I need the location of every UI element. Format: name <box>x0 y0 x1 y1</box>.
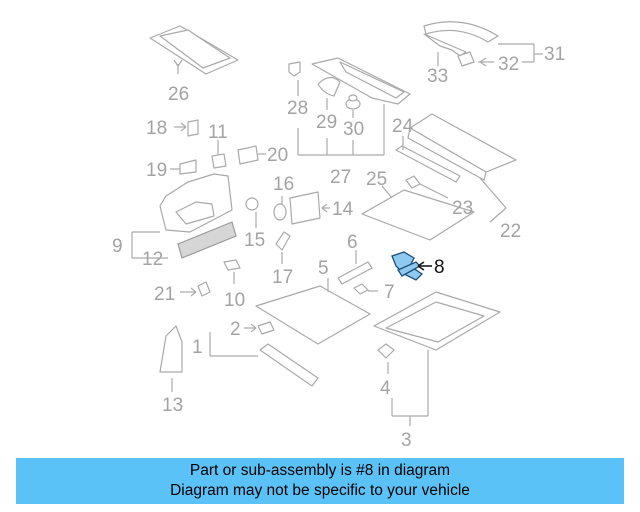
callout-6: 6 <box>347 232 358 253</box>
callout-11: 11 <box>208 122 228 143</box>
callout-31: 31 <box>544 44 565 65</box>
part-5-floor-panel <box>255 278 371 345</box>
part-28-clip <box>288 61 301 96</box>
callout-9: 9 <box>112 236 123 257</box>
callout-12: 12 <box>142 249 163 270</box>
callout-30: 30 <box>343 119 364 140</box>
part-1-sill-plate <box>209 321 319 387</box>
part-11-bracket <box>211 140 227 169</box>
parts-diagram: 26 28 29 30 27 33 <box>112 21 565 451</box>
callout-26: 26 <box>168 84 189 105</box>
callout-15: 15 <box>244 230 265 251</box>
callout-23: 23 <box>452 198 473 219</box>
part-17-hook <box>275 231 291 264</box>
part-10-bolt <box>223 259 241 284</box>
callout-7: 7 <box>384 282 395 303</box>
part-23-clip <box>405 175 449 199</box>
callout-10: 10 <box>224 290 245 311</box>
part-33-trim-strip <box>423 21 499 66</box>
part-26-cargo-cover <box>149 25 239 75</box>
callout-32: 32 <box>498 54 519 75</box>
part-8-highlighted-bracket <box>391 251 432 281</box>
part-13-trim-panel <box>159 325 183 392</box>
part-21-clip <box>180 281 211 297</box>
part-29-bracket <box>317 76 341 110</box>
part-18-clip <box>174 119 199 137</box>
part-32-clip <box>457 43 543 67</box>
callout-1: 1 <box>192 337 203 358</box>
callout-24: 24 <box>392 116 414 137</box>
callout-17: 17 <box>272 267 293 288</box>
part-16-cap <box>273 196 287 221</box>
part-14-panel <box>289 191 330 225</box>
callout-5: 5 <box>318 258 329 279</box>
callout-22: 22 <box>500 221 521 242</box>
part-15-fastener <box>245 197 259 228</box>
callout-28: 28 <box>287 98 308 119</box>
part-25-floor-mat <box>361 185 475 241</box>
part-20-cover <box>237 145 266 165</box>
part-24-sill-panel <box>395 113 517 223</box>
part-6-strip <box>337 250 373 285</box>
caption-banner: Part or sub-assembly is #8 in diagram Di… <box>16 458 624 504</box>
caption-line-1: Part or sub-assembly is #8 in diagram <box>189 462 451 479</box>
callout-13: 13 <box>162 395 183 416</box>
callout-2: 2 <box>230 319 241 340</box>
callout-4: 4 <box>380 378 391 399</box>
callout-14: 14 <box>332 199 354 220</box>
part-7-clip <box>353 283 378 295</box>
callout-20: 20 <box>267 145 288 166</box>
callout-29: 29 <box>316 112 337 133</box>
part-9-side-trim <box>131 173 233 259</box>
caption-line-2: Diagram may not be specific to your vehi… <box>170 482 470 499</box>
callout-33: 33 <box>427 66 448 87</box>
callout-19: 19 <box>146 160 167 181</box>
callout-3: 3 <box>401 430 412 451</box>
callout-27: 27 <box>330 167 351 188</box>
callout-8: 8 <box>434 257 445 278</box>
callout-21: 21 <box>154 284 175 305</box>
part-30-grommet <box>345 94 361 118</box>
part-4-cover <box>377 343 395 416</box>
callout-18: 18 <box>146 118 167 139</box>
part-12-trim-panel <box>177 221 237 259</box>
callout-16: 16 <box>273 174 294 195</box>
part-19-clip <box>170 159 197 175</box>
callout-25: 25 <box>366 169 387 190</box>
part-3-cargo-floor <box>373 291 501 426</box>
part-27-parcel-shelf <box>297 57 411 156</box>
